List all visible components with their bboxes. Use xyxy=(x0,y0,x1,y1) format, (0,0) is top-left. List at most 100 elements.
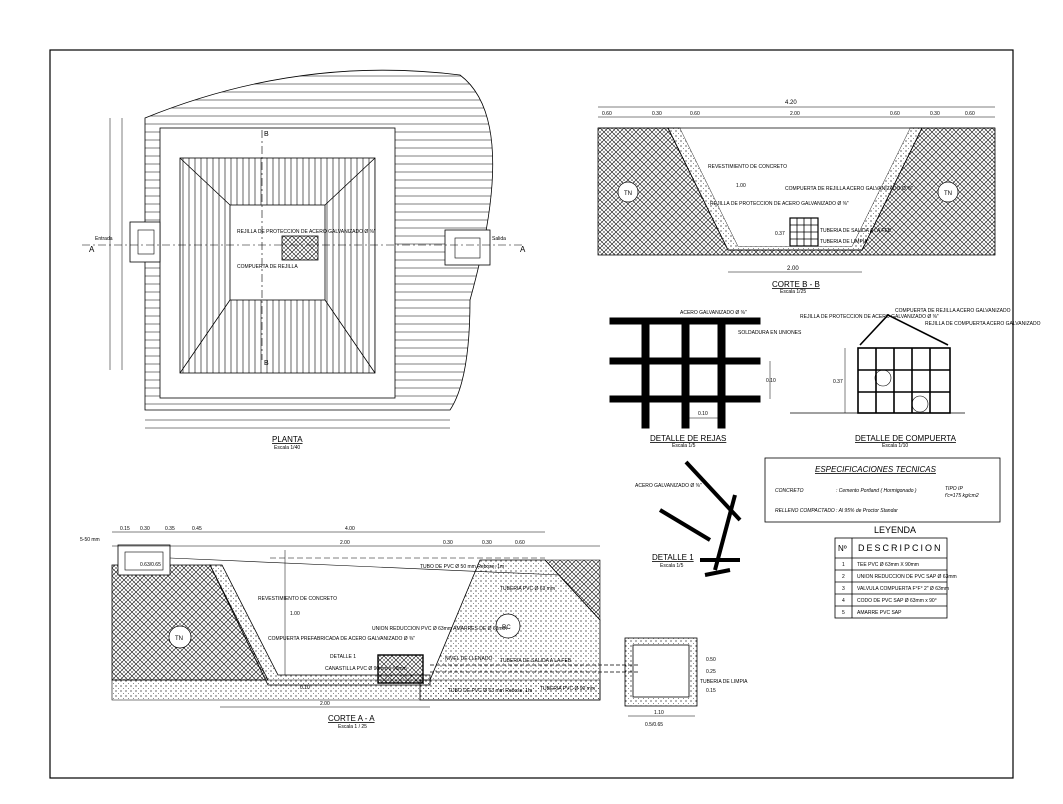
detalle1-title: DETALLE 1 xyxy=(652,553,694,562)
bb-bottom-dim: 2.00 xyxy=(787,266,799,272)
legend-row-n: 1 xyxy=(842,562,845,568)
specs-relleno-value: : Al 95% de Proctor Standar xyxy=(836,508,898,514)
rejas-note-acero: ACERO GALVANIZADO Ø ⅜" xyxy=(680,310,747,316)
aa-box-right: 0.5/0.65 xyxy=(645,722,663,728)
rejas-title: DETALLE DE REJAS xyxy=(650,434,726,443)
gate-dim: 0.37 xyxy=(833,379,843,385)
rejas-note-soldadura: SOLDADURA EN UNIONES xyxy=(738,330,802,336)
bb-dim-7: 0.60 xyxy=(965,111,975,117)
gate-title: DETALLE DE COMPUERTA xyxy=(855,434,957,443)
plan-title: PLANTA xyxy=(272,435,303,444)
aa-dim-200b: 2.00 xyxy=(320,701,330,707)
legend-row-n: 3 xyxy=(842,586,845,592)
legend-row-desc: VALVULA COMPUERTA F°F° 2" Ø 63mm xyxy=(857,586,949,592)
aa-note-nivel: NIVEL DE LLENADO xyxy=(445,656,492,662)
aa-dim-010: 0.10 xyxy=(300,685,310,691)
bb-dim-037: 0.37 xyxy=(775,231,785,237)
aa-note-detalle: DETALLE 1 xyxy=(330,654,356,660)
plan-grating xyxy=(281,235,319,261)
bb-note-compuerta: COMPUERTA DE REJILLA ACERO GALVANIZADO Ø… xyxy=(785,186,913,192)
aa-dim-1: 0.15 xyxy=(120,526,130,532)
specs-fc: f'c=175 kg/cm2 xyxy=(945,493,979,499)
plan-section-a-left: A xyxy=(89,245,95,254)
aa-note-tub-pvc2: TUBERIA PVC Ø 63 mm xyxy=(500,586,555,592)
aa-note-tub-limpia: TUBERIA DE LIMPIA xyxy=(700,679,748,685)
legend-table xyxy=(834,537,948,619)
aa-dim-6: 0.30 xyxy=(482,540,492,546)
specs-tipo: TIPO IP xyxy=(945,486,963,492)
aa-dim-4: 0.45 xyxy=(192,526,202,532)
plan-section-a-right: A xyxy=(520,245,526,254)
aa-note-compuerta: COMPUERTA PREFABRICADA DE ACERO GALVANIZ… xyxy=(268,636,415,642)
aa-dim-200: 2.00 xyxy=(340,540,350,546)
bb-note-rejilla: REJILLA DE PROTECCION DE ACERO GALVANIZA… xyxy=(710,201,849,207)
aa-note-canastilla: CANASTILLA PVC Ø 90mm x 90mm xyxy=(325,666,407,672)
aa-note-revest: REVESTIMIENTO DE CONCRETO xyxy=(258,596,337,602)
aa-dim-110: 1.10 xyxy=(654,710,664,716)
plan-view xyxy=(82,69,525,429)
bb-tn-left: TN xyxy=(624,191,632,197)
bb-dim-6: 0.30 xyxy=(930,111,940,117)
aa-box-left: 0.63/0.65 xyxy=(140,562,161,568)
legend-row-desc: TEE PVC Ø 63mm X 90mm xyxy=(857,562,919,568)
sheet-border xyxy=(49,49,1014,779)
plan-label-entrada: Entrada xyxy=(95,236,113,242)
gate-scale: Escala 1/10 xyxy=(882,443,908,449)
plan-scale: Escala 1/40 xyxy=(274,445,300,451)
aa-tn: TN xyxy=(175,636,183,642)
bb-top-dim: 4.20 xyxy=(785,100,797,106)
legend-col-desc: DESCRIPCION xyxy=(858,543,943,553)
gate-note-center: COMPUERTA DE REJILLA ACERO GALVANIZADO xyxy=(895,308,1011,314)
aa-grate xyxy=(377,654,424,684)
gate-note-left: REJILLA DE PROTECCION DE ACERO GALVANIZA… xyxy=(800,314,939,320)
aa-dim-100: 1.00 xyxy=(290,611,300,617)
aa-title: CORTE A - A xyxy=(328,714,375,723)
legend-title: LEYENDA xyxy=(874,525,916,535)
aa-dim-015: 0.15 xyxy=(706,688,716,694)
rejas-dim-h: 0.10 xyxy=(698,411,708,417)
plan-note-rejas: REJILLA DE PROTECCION DE ACERO GALVANIZA… xyxy=(237,229,376,235)
detalle1-note: ACERO GALVANIZADO Ø ⅜" xyxy=(635,483,702,489)
legend-row-n: 2 xyxy=(842,574,845,580)
legend-row-n: 5 xyxy=(842,610,845,616)
aa-dim-7: 0.60 xyxy=(515,540,525,546)
aa-scale: Escala 1 / 25 xyxy=(338,724,367,730)
aa-note-bottom: TUBO DE PVC Ø 63 mm Rebose, 1m xyxy=(448,688,532,694)
detail-grating xyxy=(609,317,771,429)
bb-dim-4: 2.00 xyxy=(790,111,800,117)
detail-1 xyxy=(658,460,742,577)
bb-note-limpia: TUBERIA DE LIMPIA xyxy=(820,239,868,245)
aa-note-union: UNION REDUCCION PVC Ø 63mm AMARRES DE Ø … xyxy=(372,626,507,632)
aa-dim-5: 4.00 xyxy=(345,526,355,532)
aa-note-top: TUBO DE PVC Ø 50 mm Rebose, 1m xyxy=(420,564,504,570)
aa-note-tub-salida: TUBERIA DE SALIDA A LA FEB xyxy=(500,658,572,664)
gate-note-right: REJILLA DE COMPUERTA ACERO GALVANIZADO xyxy=(925,321,1041,327)
legend-row-desc: UNION REDUCCION DE PVC SAP Ø 63mm xyxy=(857,574,957,580)
bb-title: CORTE B - B xyxy=(772,280,820,289)
aa-dim-050: 0.50 xyxy=(706,657,716,663)
bb-dim-2: 0.30 xyxy=(652,111,662,117)
plan-section-b-bottom: B xyxy=(264,360,269,367)
aa-label-550: 5-50 mm xyxy=(80,537,100,543)
specs-concreto-label: CONCRETO xyxy=(775,488,804,494)
bb-note-salida: TUBERIA DE SALIDA A LA FEB xyxy=(820,228,892,234)
plan-note-compuerta: COMPUERTA DE REJILLA xyxy=(237,264,298,270)
bb-tn-right: TN xyxy=(944,191,952,197)
specs-relleno-label: RELLENO COMPACTADO xyxy=(775,508,835,514)
rejas-scale: Escala 1/5 xyxy=(672,443,696,449)
aa-dim-025: 0.25 xyxy=(706,669,716,675)
bb-note-revest: REVESTIMIENTO DE CONCRETO xyxy=(708,164,787,170)
aa-lining xyxy=(209,564,431,686)
specs-title: ESPECIFICACIONES TECNICAS xyxy=(815,465,937,474)
section-aa xyxy=(111,531,698,717)
bb-dim-3: 0.60 xyxy=(690,111,700,117)
specs-box xyxy=(764,457,1001,523)
bb-height-dim: 1.00 xyxy=(736,183,746,189)
bb-dim-1: 0.60 xyxy=(602,111,612,117)
rejas-dim-v: 0.10 xyxy=(766,378,776,384)
plan-label-salida: Salida xyxy=(492,236,506,242)
legend-row-desc: CODO DE PVC SAP Ø 63mm x 90° xyxy=(857,598,937,604)
specs-concreto-value: : Cemento Portland ( Hormigonado ) xyxy=(836,488,917,494)
